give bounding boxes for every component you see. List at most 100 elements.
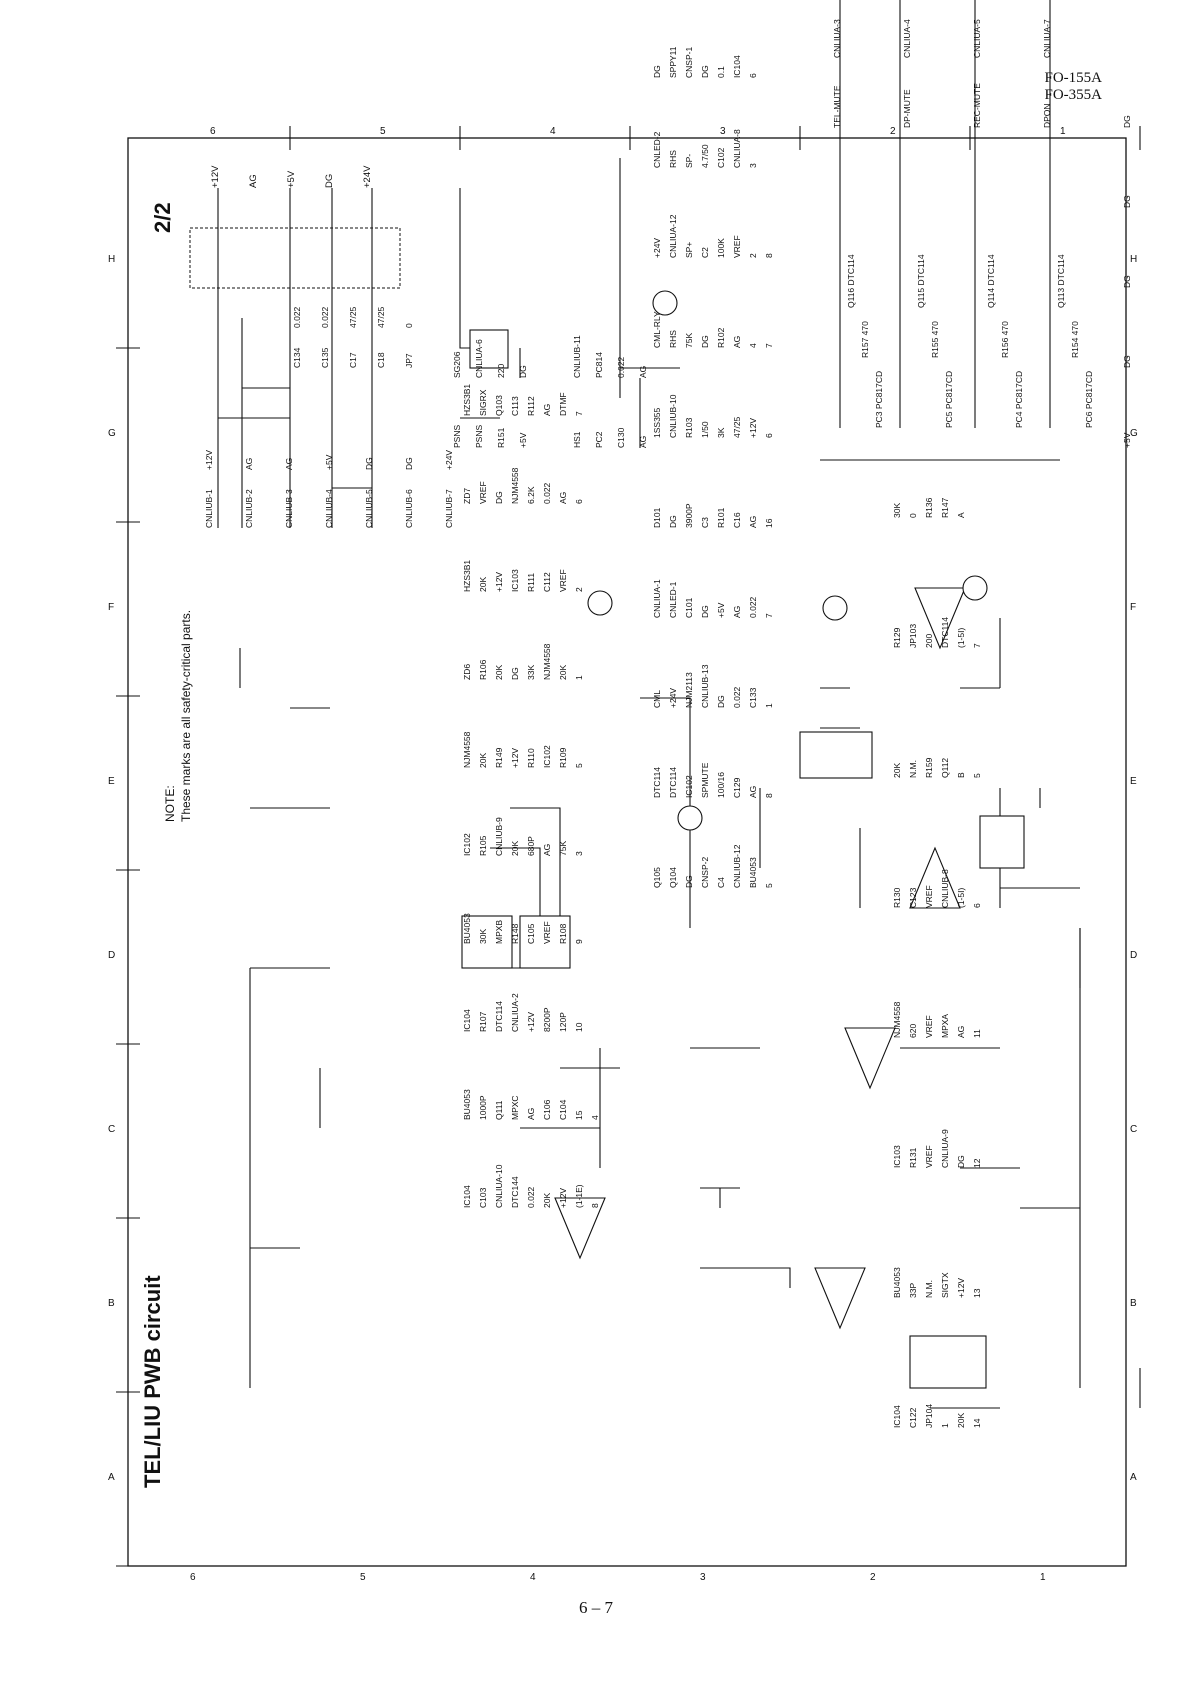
upper-left-label: R136: [924, 497, 934, 518]
lower-section-label: 6: [764, 433, 774, 438]
lower-section-label: 1: [764, 703, 774, 708]
lower-section-label: +5V: [716, 602, 726, 618]
lower-section-label: C16: [732, 512, 742, 528]
middle-section-label: 20K: [478, 753, 488, 768]
grid-letter-right: A: [1130, 1472, 1137, 1483]
lower-section-label: SPMUTE: [700, 762, 710, 798]
lower-section-label: CNLIUB-10: [668, 394, 678, 438]
middle-section-label: BU4053: [462, 913, 472, 944]
lower-section-label: AG: [748, 786, 758, 798]
middle-section-label: VREF: [478, 481, 488, 504]
lower-section-label: AG: [732, 336, 742, 348]
grid-number-top: 4: [550, 126, 556, 137]
lower-section-label: R103: [684, 417, 694, 438]
grid-number-bottom: 1: [1040, 1572, 1046, 1583]
ic104-cell-3: [461, 915, 513, 969]
lower-section-label: SP-: [684, 154, 694, 168]
grid-letter-right: F: [1130, 602, 1136, 613]
middle-section-label: 0.022: [526, 1186, 536, 1208]
middle-section-label: 20K: [494, 665, 504, 680]
middle-section-label: +12V: [510, 748, 520, 768]
psns-sensor-label: R151: [496, 427, 506, 448]
lower-section-label: 100/16: [716, 772, 726, 798]
lower-section-label: DG: [700, 605, 710, 618]
pc2-phototransistor: [652, 290, 678, 316]
lower-section-label: C2: [700, 247, 710, 258]
q111-transistor: [587, 590, 613, 616]
hs1-sensor-label: PC814: [594, 352, 604, 378]
upper-left-label: 7: [972, 643, 982, 648]
middle-section-label: IC104: [462, 1185, 472, 1208]
grid-number-top: 1: [1060, 126, 1066, 137]
upper-left-label: R130: [892, 887, 902, 908]
ic104-cell-1: [979, 815, 1025, 869]
lower-section-label: CNLED-1: [668, 581, 678, 618]
grid-number-top: 5: [380, 126, 386, 137]
middle-section-label: 20K: [558, 665, 568, 680]
lower-section-label: AG: [748, 516, 758, 528]
middle-section-label: R111: [526, 573, 536, 592]
middle-section-label: 5: [574, 763, 584, 768]
bypass-cap-label: 47/25: [376, 306, 386, 328]
page-number: 6 – 7: [579, 1598, 613, 1617]
upper-left-label: R129: [892, 627, 902, 648]
lower-section-label: IC104: [732, 55, 742, 78]
drawing-frame: [127, 137, 1127, 1567]
middle-section-label: 20K: [542, 1193, 552, 1208]
model-number-1: FO-155A: [1044, 70, 1102, 86]
mute-resistor-label: R157 470: [860, 321, 870, 358]
power-net-label: DG: [404, 457, 414, 470]
mute-connector-label: CNLIUA-5: [972, 19, 982, 58]
lower-section-label: 8: [764, 793, 774, 798]
middle-section-label: ZD6: [462, 664, 472, 680]
lower-section-label: +24V: [652, 238, 662, 258]
middle-section-label: 8: [590, 1203, 600, 1208]
upper-left-label: DTC114: [940, 617, 950, 648]
upper-left-label: CNLIUA-9: [940, 1129, 950, 1168]
hs1-sensor-label: AG: [638, 366, 648, 378]
middle-section-label: 8200P: [542, 1007, 552, 1032]
jp7-group: [189, 227, 401, 289]
mute-optocoupler-label: PC3 PC817CD: [874, 371, 884, 428]
middle-section-label: 20K: [510, 841, 520, 856]
middle-section-label: NJM4558: [510, 467, 520, 504]
middle-section-label: C105: [526, 923, 536, 944]
cml-relay-coil: [799, 731, 873, 779]
mute-misc-label: DG: [1122, 115, 1132, 128]
lower-section-label: 16: [764, 518, 774, 528]
model-number-2: FO-355A: [1044, 87, 1102, 103]
middle-section-label: 4: [590, 1115, 600, 1120]
psns-sensor-label: 220: [496, 364, 506, 378]
upper-left-label: 1: [940, 1423, 950, 1428]
upper-left-label: A: [956, 512, 966, 518]
middle-section-label: VREF: [558, 569, 568, 592]
middle-section-label: 6: [574, 499, 584, 504]
upper-left-label: +12V: [956, 1278, 966, 1298]
q104-transistor: [962, 575, 988, 601]
rotated-sheet: TEL/LIU PWB circuit 2/2 NOTE: These mark…: [140, 0, 1192, 1488]
grid-letter-right: D: [1130, 950, 1137, 961]
middle-section-label: NJM4558: [542, 643, 552, 680]
lower-section-label: 100K: [716, 238, 726, 258]
ic104-cell-4: [909, 1335, 987, 1389]
upper-left-label: R159: [924, 757, 934, 778]
lower-section-label: DTC114: [652, 767, 662, 798]
bypass-cap-label: C18: [376, 352, 386, 368]
middle-section-label: CNLIUA-2: [510, 993, 520, 1032]
grid-number-top: 3: [720, 126, 726, 137]
upper-left-label: C123: [908, 887, 918, 908]
middle-section-label: DG: [494, 491, 504, 504]
psns-sensor-label: +5V: [518, 432, 528, 448]
mute-resistor-label: R155 470: [930, 321, 940, 358]
mute-net-label: TEL-MUTE: [832, 85, 842, 128]
grid-letter-left: F: [108, 602, 114, 613]
mute-optocoupler-label: PC4 PC817CD: [1014, 371, 1024, 428]
lower-section-label: IC102: [684, 775, 694, 798]
lower-section-label: VREF: [732, 235, 742, 258]
bypass-cap-label: 0: [404, 323, 414, 328]
bypass-cap-label: C17: [348, 352, 358, 368]
middle-section-label: +12V: [494, 572, 504, 592]
lower-section-label: CNLIUB-12: [732, 844, 742, 888]
upper-left-label: 11: [972, 1029, 982, 1038]
upper-left-label: BU4053: [892, 1267, 902, 1298]
